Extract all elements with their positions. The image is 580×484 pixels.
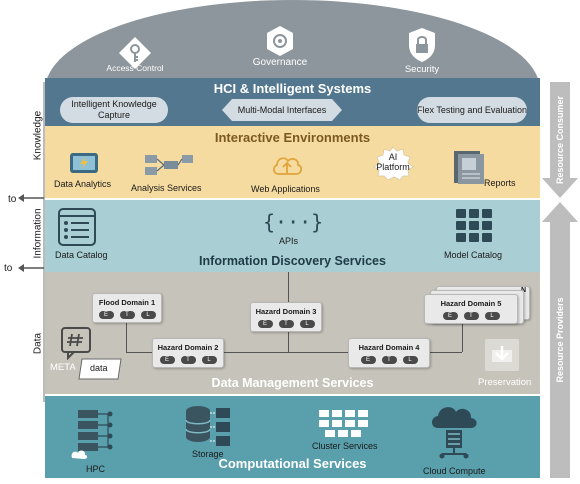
reports-icon [454, 151, 484, 184]
data-catalog-label: Data Catalog [55, 250, 108, 260]
right-arrows [542, 82, 578, 478]
resource-consumer-arrow [542, 82, 578, 198]
to-label-lower: to [4, 263, 13, 274]
domain-title: Flood Domain 1 [98, 298, 156, 307]
data-analytics-label: Data Analytics [54, 179, 112, 189]
cloud-upload-icon [272, 157, 303, 175]
load-badge: L [201, 356, 217, 364]
domain-title: Hazard Domain 3 [255, 307, 317, 316]
transform-badge: T [119, 311, 135, 319]
multi-modal-interfaces-label: Multi-Modal Interfaces [237, 105, 327, 115]
transform-badge: T [463, 312, 479, 320]
security-label: Security [404, 64, 440, 75]
data-analytics-icon [70, 153, 98, 173]
data-axis-label: Data [32, 332, 44, 355]
load-badge: L [484, 312, 500, 320]
data-management-title: Data Management Services [211, 376, 374, 390]
transform-badge: T [278, 320, 294, 328]
metadata-hash-icon [61, 327, 91, 360]
ai-platform-label: AI Platform [376, 152, 410, 172]
lock-icon [409, 28, 435, 62]
left-axis [18, 82, 45, 402]
domain-title: Hazard Domain 2 [157, 343, 219, 352]
braces-icon: {···} [263, 210, 324, 234]
flex-testing-pill: Flex Testing and Evaluation [417, 97, 527, 123]
pill-label: Flex Testing and Evaluation [417, 104, 527, 115]
domain-title: Hazard Domain 5 [440, 299, 502, 308]
cluster-services-icon [319, 410, 368, 437]
multi-modal-interfaces-shape [222, 99, 342, 121]
extract-badge: E [159, 356, 175, 364]
analysis-services-label: Analysis Services [131, 183, 202, 193]
hpc-label: HPC [86, 464, 106, 474]
data-label: data [90, 363, 108, 373]
key-icon [119, 37, 151, 69]
pill-label: Intelligent Knowledge Capture [71, 99, 157, 120]
transform-badge: T [180, 356, 196, 364]
connector-line [126, 352, 462, 354]
knowledge-axis-label: Knowledge [32, 110, 44, 161]
resource-providers-arrow [542, 202, 578, 478]
connector-line [126, 322, 128, 352]
preservation-archive-icon [485, 339, 519, 371]
model-catalog-label: Model Catalog [444, 250, 503, 260]
interactive-environments-title: Interactive Environments [214, 130, 371, 145]
governance-icon [267, 26, 293, 56]
data-document-shape [78, 358, 122, 380]
reports-label: Reports [484, 178, 516, 188]
domain-title: Hazard Domain 4 [358, 343, 420, 352]
information-discovery-title: Information Discovery Services [199, 254, 386, 268]
storage-label: Storage [192, 449, 224, 459]
load-badge: L [140, 311, 156, 319]
governance-label: Governance [252, 57, 308, 68]
meta-label: META [50, 362, 76, 373]
extract-badge: E [257, 320, 273, 328]
extract-badge: E [442, 312, 458, 320]
connector-line [462, 320, 464, 352]
hpc-icon [71, 410, 113, 459]
extract-badge: E [98, 311, 114, 319]
transform-badge: T [381, 356, 397, 364]
hci-title: HCI & Intelligent Systems [213, 81, 372, 96]
model-catalog-icon [456, 209, 492, 242]
load-badge: L [299, 320, 315, 328]
analysis-services-icon [145, 155, 193, 175]
cloud-compute-label: Cloud Compute [423, 466, 486, 476]
load-badge: L [402, 356, 418, 364]
information-axis-label: Information [32, 208, 44, 259]
intelligent-knowledge-capture-pill: Intelligent Knowledge Capture [60, 97, 168, 123]
data-catalog-icon [58, 208, 96, 246]
resource-consumer-label: Resource Consumer [555, 95, 565, 185]
ai-platform-icon [373, 146, 414, 180]
web-applications-label: Web Applications [251, 184, 320, 194]
storage-icon [185, 406, 230, 446]
preservation-label: Preservation [478, 377, 532, 388]
extract-badge: E [360, 356, 376, 364]
computational-services-title: Computational Services [218, 456, 367, 471]
cluster-services-label: Cluster Services [312, 441, 378, 451]
to-label-upper: to [8, 194, 17, 205]
resource-providers-label: Resource Providers [555, 297, 565, 383]
apis-label: APIs [279, 236, 299, 246]
cloud-compute-icon [432, 407, 477, 459]
access-control-label: Access Control [106, 63, 164, 73]
